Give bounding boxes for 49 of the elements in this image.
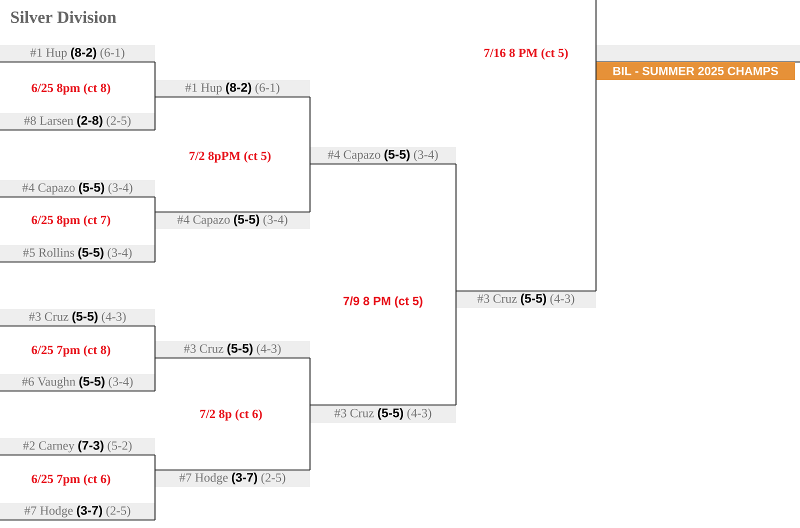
team-slot: #1 Hup (8-2) (6-1) [0, 45, 155, 63]
team-slot: #3 Cruz (5-5) (4-3) [155, 341, 310, 359]
team-slot: #5 Rollins (5-5) (3-4) [0, 245, 155, 263]
bracket-line [595, 62, 597, 291]
match-time: 7/16 8 PM (ct 5) [484, 48, 568, 60]
team-slot: #2 Carney (7-3) (5-2) [0, 438, 155, 456]
bracket-line [154, 212, 156, 262]
empty-slot [596, 45, 800, 63]
team-slot: #3 Cruz (5-5) (4-3) [310, 404, 456, 423]
team-slot: #1 Hup (8-2) (6-1) [155, 80, 310, 98]
node-label: #4 Capazo (5-5) (3-4) [328, 150, 438, 162]
team-slot: #3 Cruz (5-5) (4-3) [0, 309, 155, 327]
bracket-line [154, 97, 156, 130]
bracket-line [154, 197, 156, 212]
bracket-line [154, 62, 156, 97]
bracket-line [154, 470, 156, 520]
match-time: 7/2 8p (ct 6) [200, 409, 262, 421]
team-slot: #4 Capazo (5-5) (3-4) [310, 147, 456, 165]
champion-banner: BIL - SUMMER 2025 CHAMPS [596, 62, 795, 80]
match-time: 7/2 8pPM (ct 5) [190, 151, 271, 163]
node-label: #3 Cruz (5-5) (4-3) [334, 408, 432, 420]
bracket-line [455, 164, 457, 291]
bracket-line [595, 0, 597, 62]
team-slot: #8 Larsen (2-8) (2-5) [0, 113, 155, 131]
bracket-line [309, 164, 311, 212]
team-slot: #7 Hodge (3-7) (2-5) [155, 469, 310, 487]
bracket-line [154, 358, 156, 391]
match-time: 6/25 7pm (ct 8) [32, 345, 110, 357]
match-time: 6/25 7pm (ct 6) [32, 474, 110, 486]
bracket-line [455, 291, 457, 405]
match-time: 7/9 8 PM (ct 5) [344, 296, 422, 308]
bracket-line [154, 455, 156, 470]
team-slot: #7 Hodge (3-7) (2-5) [0, 503, 155, 521]
bracket-line [309, 358, 311, 405]
division-title: Silver Division [11, 11, 116, 23]
node-label: #4 Capazo (5-5) (3-4) [177, 214, 288, 226]
node-label: #3 Cruz (5-5) (4-3) [477, 294, 574, 306]
match-time: 6/25 8pm (ct 7) [32, 215, 110, 227]
team-slot: #4 Capazo (5-5) (3-4) [0, 180, 155, 198]
bracket-line [154, 326, 156, 358]
team-slot: #4 Capazo (5-5) (3-4) [155, 211, 310, 229]
node-label: #3 Cruz (5-5) (4-3) [184, 344, 281, 356]
bracket-line [309, 97, 311, 164]
bracket-line [309, 405, 311, 470]
team-slot: #3 Cruz (5-5) (4-3) [456, 290, 596, 308]
node-label: #1 Hup (8-2) (6-1) [185, 82, 280, 94]
team-slot: #6 Vaughn (5-5) (3-4) [0, 374, 155, 392]
match-time: 6/25 8pm (ct 8) [32, 83, 110, 95]
node-label: #7 Hodge (3-7) (2-5) [179, 472, 286, 484]
